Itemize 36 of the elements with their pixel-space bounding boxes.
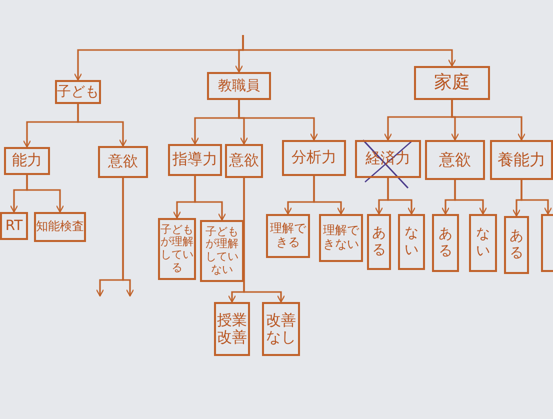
category-box: 養能力 bbox=[490, 140, 553, 180]
category-box: 能力 bbox=[4, 147, 50, 175]
category-box: 子どもが理解している bbox=[158, 218, 196, 280]
category-box: 理解できる bbox=[266, 214, 310, 258]
category-box: ある bbox=[367, 214, 391, 270]
arrow bbox=[243, 178, 286, 303]
category-box: 指導力 bbox=[168, 144, 222, 176]
arrow bbox=[238, 100, 318, 141]
category-box: 子ども bbox=[55, 80, 101, 104]
arrow bbox=[313, 176, 346, 215]
category-box: ない bbox=[398, 214, 425, 270]
category-box: 子どもが理解していない bbox=[200, 220, 244, 282]
category-box: 意欲 bbox=[425, 140, 485, 180]
category-box: 意欲 bbox=[225, 144, 263, 178]
category-box: 知能検査 bbox=[34, 212, 86, 242]
category-box: ない bbox=[469, 214, 497, 272]
category-box: 意欲 bbox=[98, 146, 148, 178]
arrow bbox=[387, 178, 416, 215]
category-box: 改善なし bbox=[262, 302, 300, 356]
arrow bbox=[26, 175, 64, 213]
category-box: 理解できない bbox=[319, 214, 363, 262]
category-box: 授業改善 bbox=[214, 302, 250, 356]
arrow bbox=[194, 176, 226, 221]
box bbox=[541, 214, 553, 272]
category-box: ある bbox=[504, 216, 529, 274]
arrow bbox=[520, 180, 552, 215]
arrow bbox=[242, 35, 456, 67]
category-box: 分析力 bbox=[282, 140, 346, 176]
arrow bbox=[122, 178, 134, 297]
arrow bbox=[454, 180, 488, 215]
arrow bbox=[451, 100, 526, 141]
arrow bbox=[77, 104, 128, 147]
category-box: RT bbox=[0, 212, 28, 240]
category-box: 家庭 bbox=[414, 66, 490, 100]
category-box: ある bbox=[432, 214, 459, 272]
category-box: 教職員 bbox=[207, 72, 271, 100]
